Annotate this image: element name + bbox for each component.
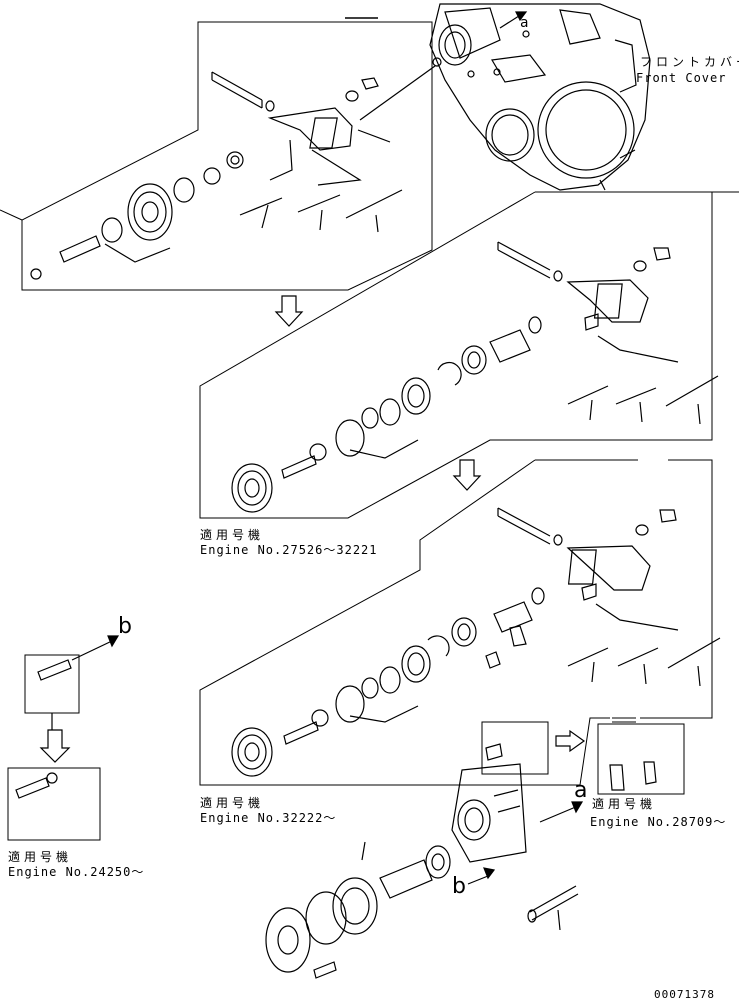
front-cover-label-en: Front Cover xyxy=(636,71,727,85)
arrow-down-1 xyxy=(274,295,304,327)
panel-3-applicable-label: 適用号機 xyxy=(200,796,265,810)
panel-2 xyxy=(199,191,739,519)
panel-2-applicable-label: 適用号機 xyxy=(200,528,265,542)
panel-1 xyxy=(0,17,433,291)
part-number: 00071378 xyxy=(654,988,715,1001)
arrow-down-2 xyxy=(452,459,482,491)
callout-b-left: b xyxy=(118,614,133,639)
right-panel-applicable-label: 適用号機 xyxy=(592,797,657,811)
callout-b-mid: b xyxy=(452,874,467,899)
mount-leader-line xyxy=(359,65,436,121)
callout-a-arrow-top xyxy=(499,11,528,29)
panel-3 xyxy=(199,459,713,786)
left-panel xyxy=(7,635,120,841)
front-cover-label-jp: フロントカバー xyxy=(640,55,739,69)
left-panel-engine-serial: Engine No.24250～ xyxy=(8,865,145,879)
left-panel-applicable-label: 適用号機 xyxy=(8,850,73,864)
panel-3-parts xyxy=(231,507,721,777)
callout-a-top: a xyxy=(520,15,530,31)
panel-3-engine-serial: Engine No.32222～ xyxy=(200,811,337,825)
callout-a-mid: a xyxy=(574,778,589,803)
panel-1-parts xyxy=(30,71,403,280)
front-cover-housing xyxy=(429,3,651,191)
right-panel-engine-serial: Engine No.28709～ xyxy=(590,815,727,829)
bottom-assembly xyxy=(265,721,584,979)
panel-2-parts xyxy=(231,241,719,513)
panel-2-engine-serial: Engine No.27526～32221 xyxy=(200,543,378,557)
right-small-panel xyxy=(555,723,685,795)
